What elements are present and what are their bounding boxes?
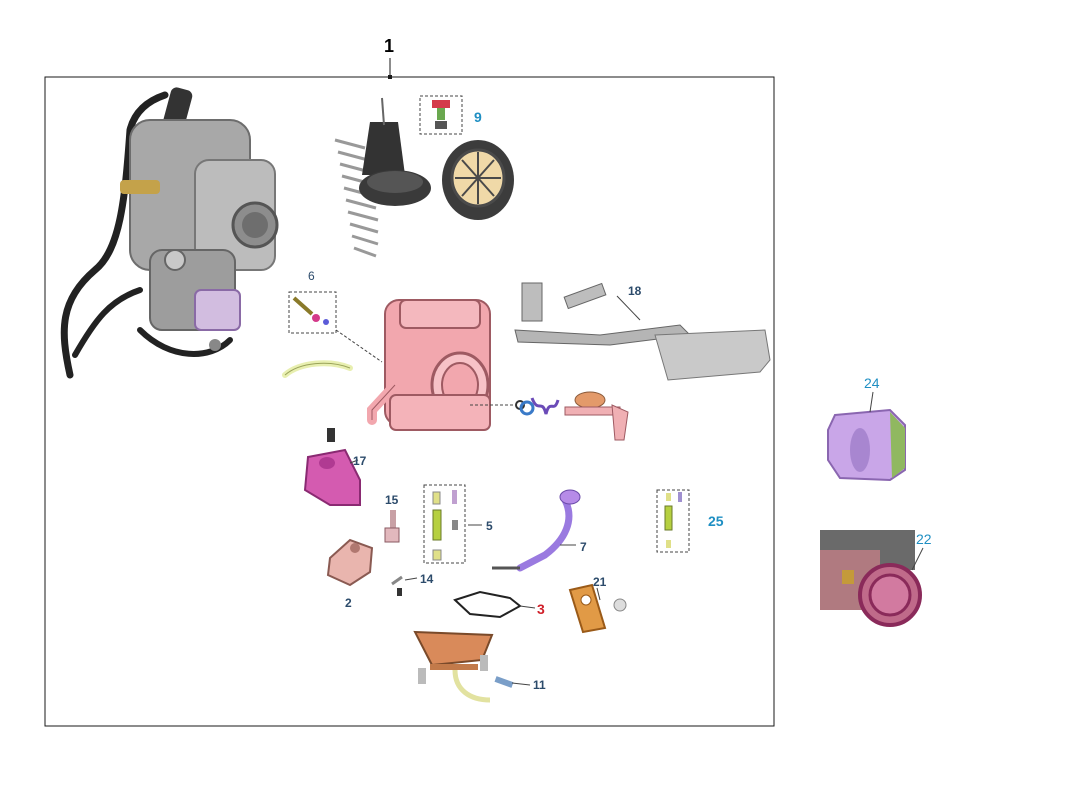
throttle-bracket-image: [514, 282, 771, 381]
callout-9: 9: [474, 109, 482, 125]
callout-24: 24: [864, 375, 880, 391]
callout-18: 18: [628, 284, 642, 298]
callout-22: 22: [916, 531, 932, 547]
part-22-image: [820, 530, 922, 627]
screw-image: [397, 588, 402, 596]
part-6-detail-box: [288, 291, 383, 363]
part-3-gasket-image: [453, 590, 522, 619]
callout-3: 3: [537, 601, 545, 617]
carburetor-assembly-image: [60, 87, 279, 379]
callout-15: 15: [385, 493, 399, 507]
part-25-detail-box: [656, 489, 690, 553]
callout-21: 21: [593, 575, 607, 589]
part-15-image: [384, 510, 400, 543]
part-5-detail-box: [423, 484, 466, 564]
callout-14: 14: [420, 572, 434, 586]
part-21-image: [568, 583, 627, 634]
float-bowl-image: [413, 630, 514, 703]
callout-6: 6: [308, 269, 315, 283]
assembly-leader-dot: [388, 75, 392, 79]
part-9-detail-box: [419, 95, 463, 135]
carburetor-body-image: [367, 299, 515, 431]
assembly-number-label: 1: [384, 36, 395, 56]
callout-17: 17: [353, 454, 367, 468]
callout-11: 11: [533, 678, 546, 692]
assembly-frame: [44, 76, 775, 727]
callout-5: 5: [486, 519, 493, 533]
part-2-image: [326, 538, 374, 587]
callout-2: 2: [345, 596, 352, 610]
throttle-linkage-image: [515, 391, 629, 441]
callout-25: 25: [708, 513, 724, 529]
part-7-image: [492, 489, 581, 572]
leader-lines: [349, 295, 924, 686]
part-14-image: [391, 575, 403, 586]
callout-7: 7: [580, 540, 587, 554]
slide-spring-diaphragm-image: [334, 97, 514, 258]
part-17-image: [303, 428, 361, 506]
part-24-image: [827, 408, 906, 482]
